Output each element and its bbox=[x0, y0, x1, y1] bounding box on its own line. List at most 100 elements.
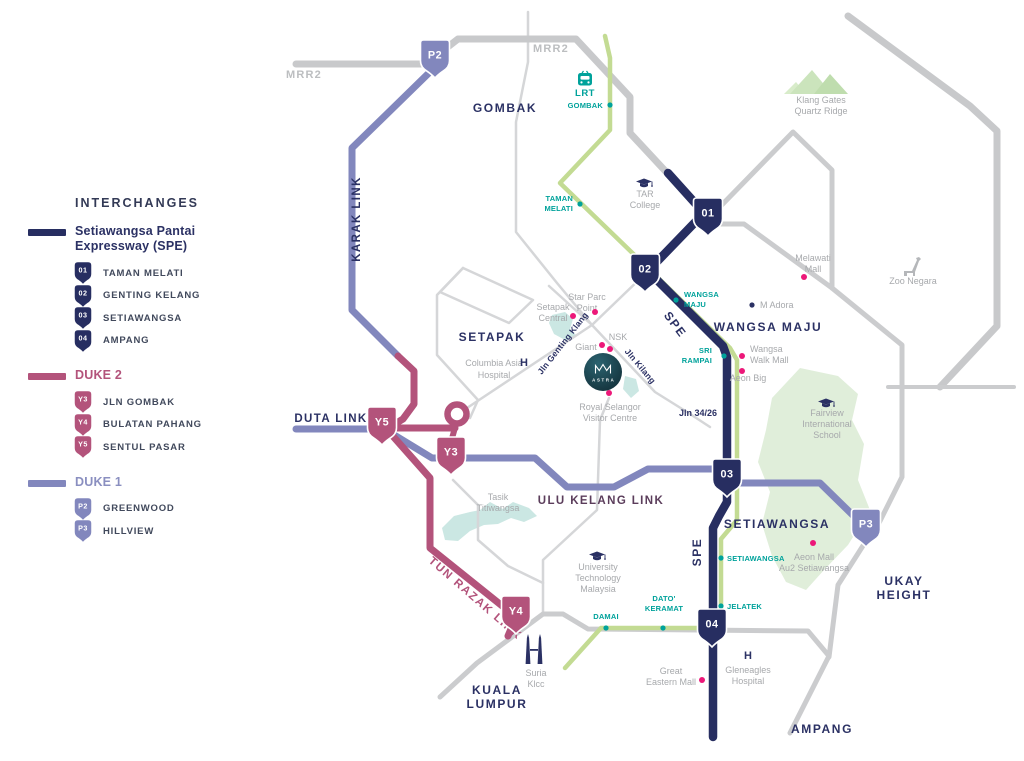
cap-icon-tar-college bbox=[636, 178, 653, 188]
label-jln-34-26: Jln 34/26 bbox=[679, 408, 717, 418]
poi-dot-great-eastern-mall bbox=[699, 677, 705, 683]
poi-dot-aeon-big bbox=[739, 368, 745, 374]
astra-logo: ASTRA bbox=[584, 353, 622, 391]
poi-dot-aeon-mall-au2 bbox=[810, 540, 816, 546]
svg-text:04: 04 bbox=[705, 619, 718, 631]
poi-dot-giant bbox=[599, 342, 605, 348]
mountains-icon-klang-gates bbox=[784, 70, 848, 94]
svg-text:P3: P3 bbox=[859, 519, 873, 531]
interchange-shield-03: 03 bbox=[711, 458, 743, 499]
label-setiawangsa: SETIAWANGSA bbox=[727, 554, 785, 563]
svg-text:02: 02 bbox=[638, 264, 651, 276]
road-duke1-ulu-kelang-east bbox=[735, 479, 870, 532]
label-h: H bbox=[520, 357, 528, 369]
road-setapak-west bbox=[435, 266, 480, 420]
cap-icon-university-technology bbox=[589, 551, 606, 561]
poi-dot-star-parc-point bbox=[592, 309, 598, 315]
legend-shield-icon-02: 02 bbox=[74, 285, 92, 307]
interchange-shield-04: 04 bbox=[696, 608, 728, 649]
svg-text:01: 01 bbox=[701, 208, 714, 220]
legend-item-Y5: Y5 SENTUL PASAR bbox=[73, 436, 273, 459]
svg-text:04: 04 bbox=[79, 333, 88, 342]
road-p3-road bbox=[826, 538, 869, 660]
legend-items: 01 TAMAN MELATI 02 GENTING KELANG 03 SETIAWAN… bbox=[73, 262, 273, 352]
poi-dot-wangsa-walk-mall bbox=[739, 353, 745, 359]
road-mrr2-loop bbox=[422, 35, 673, 179]
roundabout bbox=[444, 401, 470, 427]
legend-group-name: DUKE 2 bbox=[75, 368, 123, 382]
area-setapak-pond bbox=[549, 312, 577, 341]
road-klcc-ampang-road bbox=[437, 611, 832, 736]
svg-text:03: 03 bbox=[720, 469, 733, 481]
legend-item-03: 03 SETIAWANGSA bbox=[73, 307, 273, 330]
area-tasik-titiwangsa bbox=[442, 502, 537, 541]
svg-text:01: 01 bbox=[79, 266, 88, 275]
area-fairview-park bbox=[758, 368, 870, 590]
svg-text:03: 03 bbox=[79, 311, 88, 320]
station-dot-gombak bbox=[607, 102, 613, 108]
legend-shield-icon-P3: P3 bbox=[74, 520, 92, 542]
legend-item-label: TAMAN MELATI bbox=[103, 267, 184, 279]
legend-shield-icon-03: 03 bbox=[74, 307, 92, 329]
interchange-shield-02: 02 bbox=[629, 253, 661, 294]
label-spe: SPE bbox=[690, 538, 704, 567]
giraffe-icon-zoo-negara bbox=[904, 257, 921, 276]
label-m-adora: M Adora bbox=[760, 300, 794, 310]
poi-dot-royal-selangor bbox=[606, 390, 612, 396]
legend-item-label: SETIAWANGSA bbox=[103, 312, 183, 324]
legend-shield-icon-Y3: Y3 bbox=[74, 391, 92, 413]
label-wangsa-maju: WANGSA MAJU bbox=[714, 320, 823, 334]
svg-text:Y5: Y5 bbox=[375, 417, 389, 429]
interchange-shield-Y5: Y5 bbox=[366, 406, 398, 447]
legend-item-label: HILLVIEW bbox=[103, 525, 155, 537]
road-mrr2-east bbox=[844, 12, 1001, 391]
interchange-shield-01: 01 bbox=[692, 197, 724, 238]
legend-shield-icon-01: 01 bbox=[74, 262, 92, 284]
station-dot-dato-keramat bbox=[660, 625, 666, 631]
svg-text:Y3: Y3 bbox=[444, 447, 458, 459]
label-gombak: GOMBAK bbox=[473, 101, 537, 115]
legend-shield-icon-Y4: Y4 bbox=[74, 414, 92, 436]
station-dot-setiawangsa bbox=[718, 555, 724, 561]
legend-item-label: GENTING KELANG bbox=[103, 290, 201, 302]
legend-item-04: 04 AMPANG bbox=[73, 330, 273, 353]
label-mrr2: MRR2 bbox=[286, 69, 322, 81]
legend-item-label: SENTUL PASAR bbox=[103, 441, 186, 453]
legend-shield-icon-04: 04 bbox=[74, 330, 92, 352]
legend-item-label: JLN GOMBAK bbox=[103, 396, 175, 408]
towers-icon-suria-klcc bbox=[525, 634, 543, 664]
interchange-shield-Y4: Y4 bbox=[500, 595, 532, 636]
poi-dot-melawati-mall bbox=[801, 274, 807, 280]
svg-text:Y5: Y5 bbox=[78, 440, 88, 449]
interchange-shield-Y3: Y3 bbox=[435, 436, 467, 477]
label-ulu-kelang-link: ULU KELANG LINK bbox=[538, 495, 664, 507]
label-duta-link: DUTA LINK bbox=[294, 413, 367, 425]
label-zoo-negara: Zoo Negara bbox=[889, 276, 937, 286]
legend-item-01: 01 TAMAN MELATI bbox=[73, 262, 273, 285]
road-jln-kilang bbox=[547, 284, 712, 429]
svg-text:02: 02 bbox=[79, 288, 88, 297]
station-dot-jelatek bbox=[718, 603, 724, 609]
legend-item-label: AMPANG bbox=[103, 335, 150, 347]
legend-swatch-duke2 bbox=[28, 373, 66, 380]
